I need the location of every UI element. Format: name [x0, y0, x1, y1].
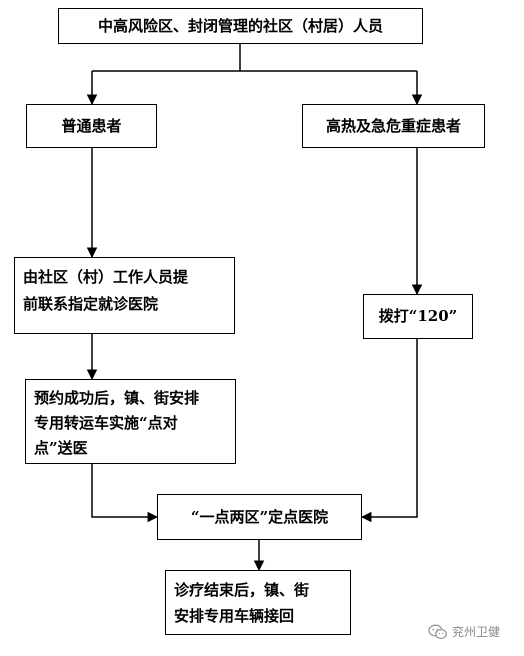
node-appointment-transfer-line-2: 专用转运车实施“点对 — [34, 414, 178, 432]
node-community-contact: 由社区（村）工作人员提 前联系指定就诊医院 — [14, 257, 235, 334]
node-community-contact-line-2: 前联系指定就诊医院 — [23, 295, 159, 313]
node-call-120: 拨打“120” — [363, 294, 473, 339]
node-critical-patients-label: 高热及急危重症患者 — [325, 116, 461, 135]
arrow-call120-to-hospital — [360, 339, 418, 523]
node-call-120-label: 拨打“120” — [378, 307, 458, 325]
node-critical-patients: 高热及急危重症患者 — [302, 104, 485, 148]
node-designated-hospital-label: “一点两区”定点医院 — [190, 507, 329, 526]
node-appointment-transfer-line-3: 点”送医 — [34, 439, 88, 457]
node-designated-hospital: “一点两区”定点医院 — [157, 494, 362, 540]
node-ordinary-patients-label: 普通患者 — [61, 116, 122, 135]
node-high-risk-residents: 中高风险区、封闭管理的社区（村居）人员 — [58, 8, 423, 44]
node-appointment-transfer: 预约成功后，镇、街安排 专用转运车实施“点对 点”送医 — [25, 379, 236, 464]
watermark: 兖州卫健 — [428, 623, 500, 640]
wechat-logo-icon — [428, 624, 447, 639]
node-return-home-line-1: 诊疗结束后，镇、街 — [174, 581, 310, 599]
watermark-text: 兖州卫健 — [452, 625, 501, 639]
node-high-risk-residents-label: 中高风险区、封闭管理的社区（村居）人员 — [97, 16, 383, 35]
node-return-home-line-2: 安排专用车辆接回 — [174, 607, 295, 625]
node-ordinary-patients: 普通患者 — [26, 104, 157, 148]
arrow-appointment-to-hospital — [91, 464, 159, 523]
node-return-home: 诊疗结束后，镇、街 安排专用车辆接回 — [165, 570, 351, 635]
node-community-contact-line-1: 由社区（村）工作人员提 — [23, 268, 189, 286]
node-appointment-transfer-line-1: 预约成功后，镇、街安排 — [34, 389, 200, 407]
